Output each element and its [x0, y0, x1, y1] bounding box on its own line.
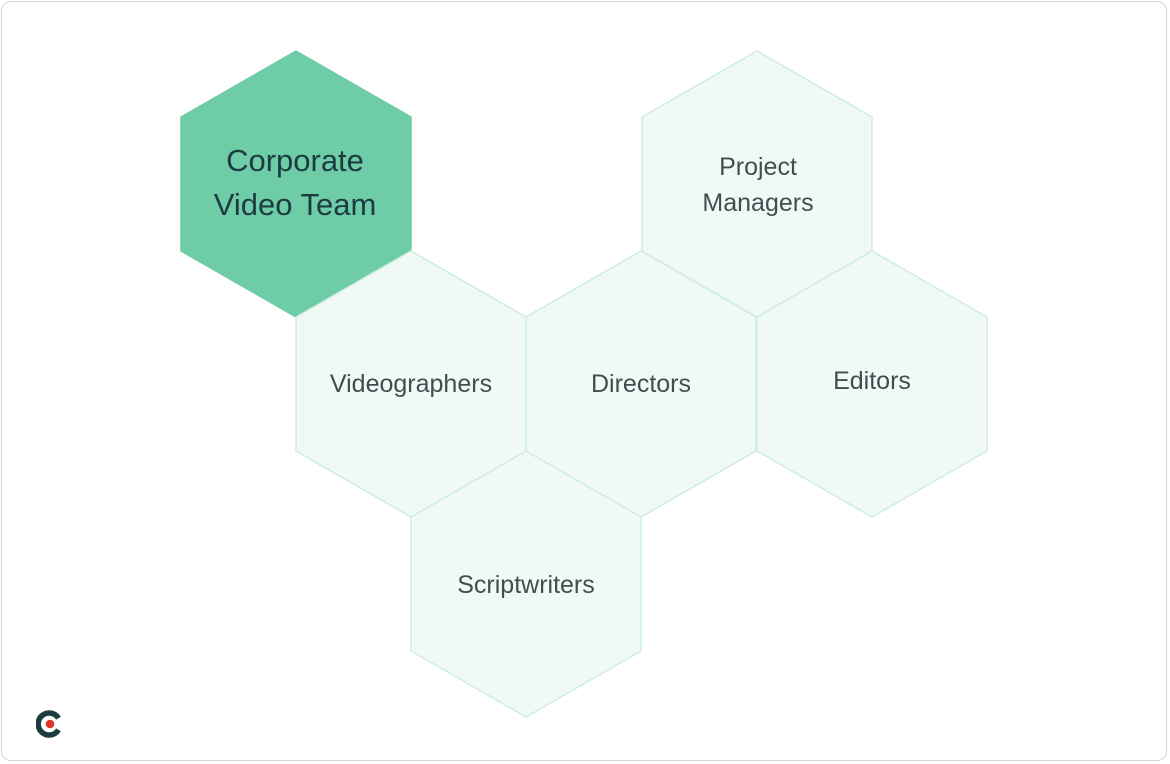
hex-label-scriptwriters: Scriptwriters	[457, 571, 595, 599]
hex-shape-scriptwriters	[410, 450, 642, 718]
hex-label-project-managers-line1: Project	[719, 153, 797, 181]
hex-corporate-video-team: Corporate Video Team	[180, 50, 412, 318]
hex-label-editors: Editors	[833, 367, 911, 395]
hex-label-main-line1: Corporate	[226, 143, 364, 178]
hex-label-project-managers-line2: Managers	[702, 189, 813, 217]
hex-videographers: Videographers	[295, 250, 527, 518]
hex-label-videographers: Videographers	[330, 370, 492, 398]
brand-c-icon	[36, 710, 61, 738]
hex-scriptwriters: Scriptwriters	[410, 450, 642, 718]
hex-shape-editors	[756, 250, 988, 518]
hex-label-main-line2: Video Team	[214, 187, 377, 222]
hex-project-managers: Project Managers	[641, 50, 873, 318]
hex-editors: Editors	[756, 250, 988, 518]
hex-label-directors: Directors	[591, 370, 691, 398]
